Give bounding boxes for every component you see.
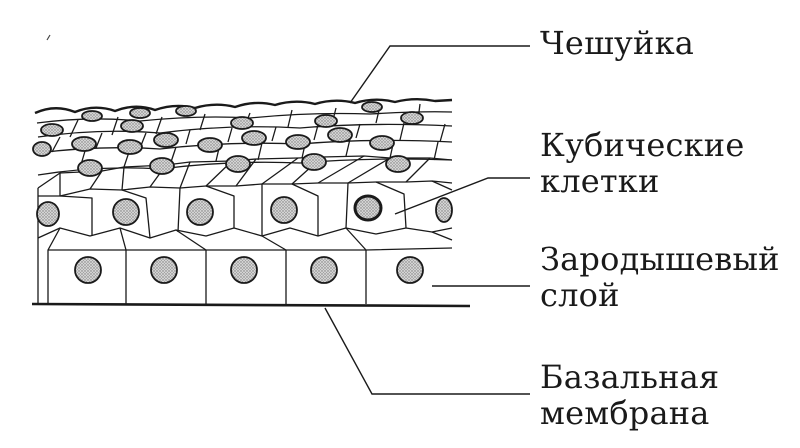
nucleus xyxy=(361,101,383,113)
nucleus xyxy=(270,196,298,224)
nucleus xyxy=(117,139,143,155)
nucleus xyxy=(435,197,453,223)
label-basal-membrane-line-1: Базальная xyxy=(540,358,720,396)
nucleus xyxy=(241,130,267,146)
label-germinal-layer-line-2: слой xyxy=(540,276,620,314)
scale-surface xyxy=(34,98,453,115)
cubic-row-1-walls xyxy=(59,155,431,196)
nucleus xyxy=(385,155,411,173)
nucleus xyxy=(327,127,353,143)
nucleus xyxy=(310,256,338,284)
nucleus xyxy=(285,134,311,150)
label-basal-membrane-line-2: мембрана xyxy=(540,394,710,432)
basal-membrane-line xyxy=(31,302,471,308)
leader-scale xyxy=(349,45,530,104)
nucleus xyxy=(400,111,424,125)
leader-basal xyxy=(324,307,530,395)
nucleus xyxy=(314,114,338,128)
label-cubic-cells-line-2: клетки xyxy=(540,162,660,200)
nucleus xyxy=(129,107,151,119)
stray-mark xyxy=(46,34,51,41)
label-cubic-cells: Кубические клетки xyxy=(540,127,744,199)
germinal-cell-tops xyxy=(48,247,453,251)
label-scale: Чешуйка xyxy=(540,25,694,61)
nucleus xyxy=(230,256,258,284)
nucleus xyxy=(150,256,178,284)
label-basal-membrane: Базальная мембрана xyxy=(540,359,719,431)
label-germinal-layer: Зародышевый слой xyxy=(540,241,780,313)
leader-lines xyxy=(324,45,530,395)
nucleus xyxy=(153,132,179,148)
nucleus xyxy=(369,135,395,151)
nucleus xyxy=(120,119,144,133)
leader-cubic xyxy=(394,177,530,215)
nucleus xyxy=(396,256,424,284)
nucleus xyxy=(175,105,197,117)
nucleus xyxy=(40,123,64,137)
label-cubic-cells-line-1: Кубические xyxy=(540,126,745,164)
nuclei-group xyxy=(32,101,453,284)
cubic-row-2-bottom xyxy=(37,227,453,239)
nucleus xyxy=(74,256,102,284)
nucleus xyxy=(186,198,214,226)
nucleus xyxy=(149,157,175,175)
nucleus xyxy=(197,137,223,153)
nucleus xyxy=(301,153,327,171)
label-germinal-layer-line-1: Зародышевый xyxy=(540,240,780,278)
cubic-row-1-bottom xyxy=(38,180,453,197)
nucleus xyxy=(230,116,254,130)
nucleus xyxy=(36,201,60,227)
nucleus xyxy=(225,155,251,173)
label-scale-line-1: Чешуйка xyxy=(540,24,695,62)
nucleus xyxy=(353,194,383,222)
nucleus xyxy=(112,198,140,226)
nucleus xyxy=(77,159,103,177)
nucleus xyxy=(71,136,97,152)
nucleus xyxy=(81,110,103,122)
nucleus xyxy=(32,141,52,157)
